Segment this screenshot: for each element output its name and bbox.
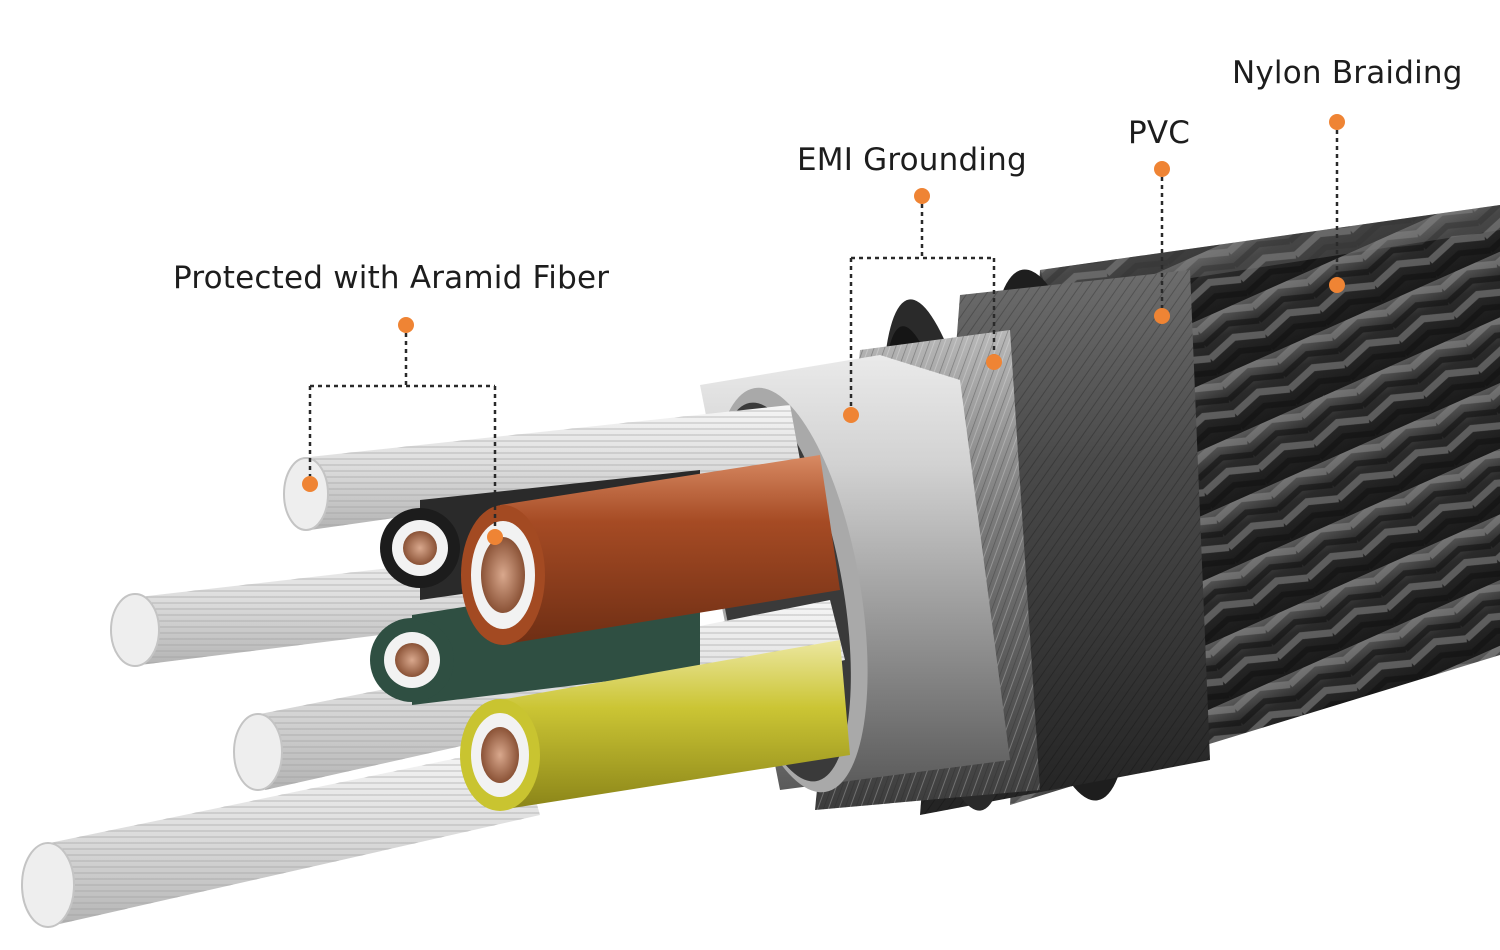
- label-nylon-braiding: Nylon Braiding: [1232, 55, 1463, 91]
- marker-pvc-layer: [1154, 308, 1170, 324]
- marker-emi-top: [914, 188, 930, 204]
- marker-pvc-top: [1154, 161, 1170, 177]
- aramid-strand-bottom: [21, 745, 540, 928]
- callout-markers: [302, 114, 1345, 545]
- wire-brown: [461, 455, 840, 645]
- marker-aramid-strand: [302, 476, 318, 492]
- marker-nylon-layer: [1329, 277, 1345, 293]
- wire-yellow: [460, 640, 850, 811]
- label-pvc: PVC: [1128, 115, 1191, 151]
- aramid-strand-top: [283, 405, 800, 531]
- callout-leaders: [308, 122, 1339, 537]
- marker-emi-braid: [986, 354, 1002, 370]
- marker-emi-foil: [843, 407, 859, 423]
- marker-aramid-wire: [487, 529, 503, 545]
- label-aramid-fiber: Protected with Aramid Fiber: [173, 260, 610, 296]
- marker-aramid-top: [398, 317, 414, 333]
- marker-nylon-top: [1329, 114, 1345, 130]
- label-emi-grounding: EMI Grounding: [797, 142, 1027, 178]
